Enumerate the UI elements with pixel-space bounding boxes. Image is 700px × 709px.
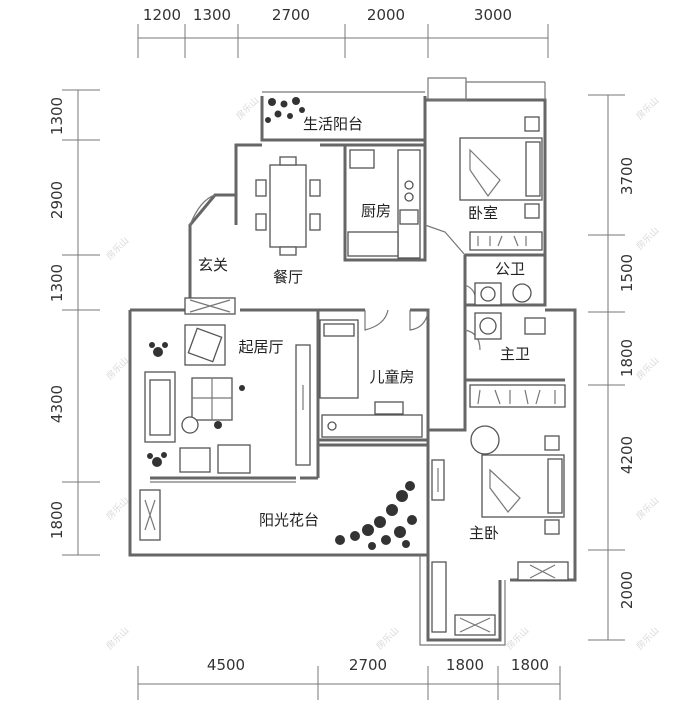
dim-top-5: 3000 — [474, 6, 512, 24]
dim-right-1: 3700 — [618, 157, 636, 195]
dim-right-2: 1500 — [618, 254, 636, 292]
dim-right-3: 1800 — [618, 339, 636, 377]
watermark: 房乐山 — [504, 625, 532, 653]
room-label-master-bath: 主卫 — [500, 345, 530, 363]
room-label-bedroom: 卧室 — [468, 204, 498, 222]
right-dimension-line: 3700 1500 1800 4200 2000 — [588, 94, 636, 641]
bottom-dimension-line: 4500 2700 1800 1800 — [137, 656, 561, 700]
room-label-public-bath: 公卫 — [495, 260, 525, 278]
dim-bottom-1: 4500 — [207, 656, 245, 674]
living-room-furniture — [139, 324, 311, 541]
master-bath-fixtures — [469, 312, 566, 408]
watermark: 房乐山 — [634, 95, 662, 123]
dim-top-2: 1300 — [193, 6, 231, 24]
dining-table — [255, 156, 321, 256]
room-label-foyer: 玄关 — [198, 256, 228, 274]
dim-left-3: 1300 — [48, 264, 66, 302]
dim-bottom-4: 1800 — [511, 656, 549, 674]
dim-left-1: 1300 — [48, 97, 66, 135]
watermark: 房乐山 — [104, 495, 132, 523]
master-bedroom-furniture — [184, 297, 569, 636]
watermark: 房乐山 — [104, 625, 132, 653]
watermark: 房乐山 — [104, 235, 132, 263]
dim-left-2: 2900 — [48, 181, 66, 219]
left-dimension-line: 1300 2900 1300 4300 1800 — [48, 89, 100, 556]
balcony-plant — [265, 97, 305, 123]
dim-top-4: 2000 — [367, 6, 405, 24]
room-label-living: 起居厅 — [238, 338, 283, 356]
walls — [128, 77, 577, 646]
room-label-master-bedroom: 主卧 — [469, 524, 499, 542]
watermark: 房乐山 — [634, 495, 662, 523]
kids-room-furniture — [319, 319, 423, 438]
dim-bottom-3: 1800 — [446, 656, 484, 674]
watermark: 房乐山 — [634, 625, 662, 653]
top-dimension-line: 1200 1300 2700 2000 3000 — [137, 6, 549, 58]
bedroom-fixtures — [459, 116, 543, 251]
room-labels: 生活阳台 厨房 卧室 玄关 餐厅 公卫 起居厅 儿童房 主卫 阳光花台 主卧 — [198, 115, 530, 542]
public-bath-fixtures — [474, 282, 532, 306]
dim-left-4: 4300 — [48, 385, 66, 423]
dim-right-5: 2000 — [618, 571, 636, 609]
living-plants — [147, 342, 245, 467]
sun-garden-plants — [335, 481, 417, 550]
room-label-life-balcony: 生活阳台 — [303, 115, 363, 133]
room-label-dining: 餐厅 — [273, 268, 303, 286]
dim-top-1: 1200 — [143, 6, 181, 24]
kitchen-fixtures — [347, 149, 421, 259]
dim-bottom-2: 2700 — [349, 656, 387, 674]
watermark: 房乐山 — [374, 625, 402, 653]
watermark: 房乐山 — [234, 95, 262, 123]
dim-top-3: 2700 — [272, 6, 310, 24]
dim-left-5: 1800 — [48, 501, 66, 539]
room-label-kids-room: 儿童房 — [369, 368, 414, 386]
watermark: 房乐山 — [634, 225, 662, 253]
watermark: 房乐山 — [104, 355, 132, 383]
dim-right-4: 4200 — [618, 436, 636, 474]
watermark: 房乐山 — [634, 355, 662, 383]
room-label-sun-garden: 阳光花台 — [259, 511, 319, 529]
room-label-kitchen: 厨房 — [361, 202, 391, 220]
